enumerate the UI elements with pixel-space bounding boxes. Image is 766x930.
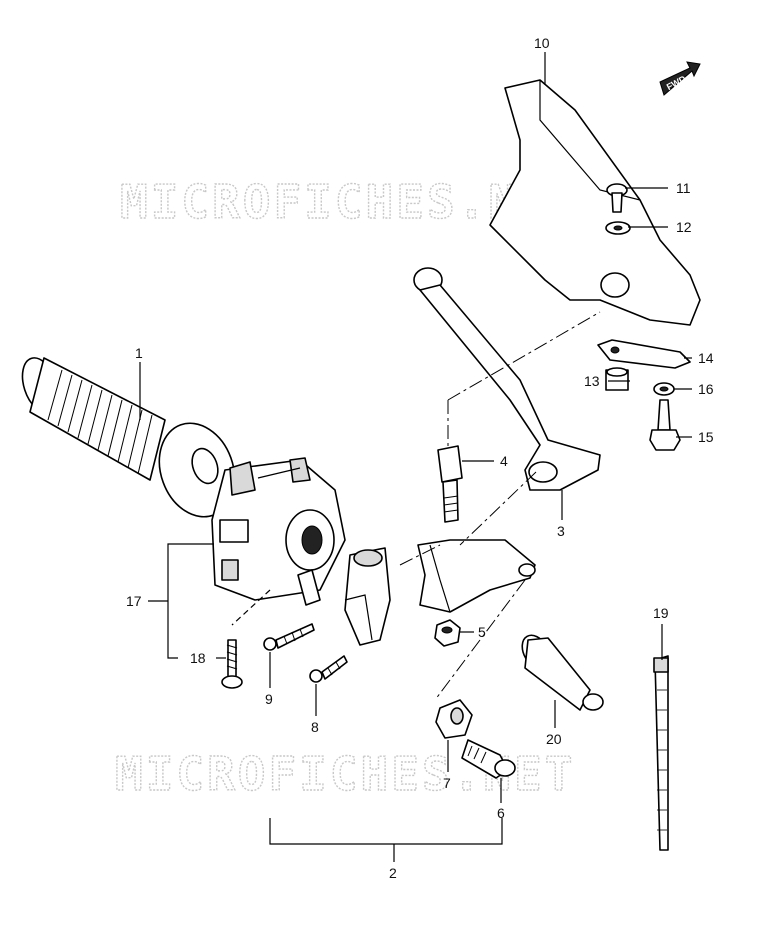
washer-12 [605, 221, 631, 235]
lever-guard [489, 79, 701, 326]
handlebar-switch-assembly [211, 457, 346, 606]
callout-12: 12 [676, 219, 692, 235]
callout-20: 20 [546, 731, 562, 747]
callout-1: 1 [135, 345, 143, 361]
callout-18: 18 [190, 650, 206, 666]
lever-bracket [417, 539, 536, 613]
cable-boot [521, 634, 604, 711]
callout-7: 7 [443, 775, 451, 791]
screw-9 [263, 623, 315, 651]
callout-11: 11 [676, 180, 691, 196]
callout-17: 17 [126, 593, 142, 609]
plate-14 [597, 339, 691, 369]
lever-clamp [344, 547, 391, 646]
callout-14: 14 [698, 350, 714, 366]
callout-6: 6 [497, 805, 505, 821]
pivot-pin-4 [437, 445, 463, 523]
callout-19: 19 [653, 605, 669, 621]
screw-11 [606, 183, 628, 213]
callout-9: 9 [265, 691, 273, 707]
leader-lines [139, 52, 692, 862]
callout-10: 10 [534, 35, 550, 51]
fwd-arrow-icon: FWD [659, 61, 701, 96]
adjuster-7 [435, 699, 473, 739]
handlebar-grip [21, 357, 236, 518]
callout-8: 8 [311, 719, 319, 735]
center-lines [399, 311, 601, 701]
callout-2: 2 [389, 865, 397, 881]
clutch-lever [413, 267, 601, 491]
nut-5 [434, 619, 461, 647]
cable-tie [653, 655, 669, 851]
callout-13: 13 [584, 373, 600, 389]
bolt-15 [649, 399, 681, 451]
screw-8 [309, 655, 348, 683]
callout-15: 15 [698, 429, 714, 445]
nut-13 [605, 367, 629, 391]
callout-3: 3 [557, 523, 565, 539]
washer-16 [653, 382, 675, 396]
screw-18 [221, 589, 271, 689]
bolt-6 [461, 739, 516, 779]
callout-16: 16 [698, 381, 714, 397]
callout-4: 4 [500, 453, 508, 469]
callout-5: 5 [478, 624, 486, 640]
